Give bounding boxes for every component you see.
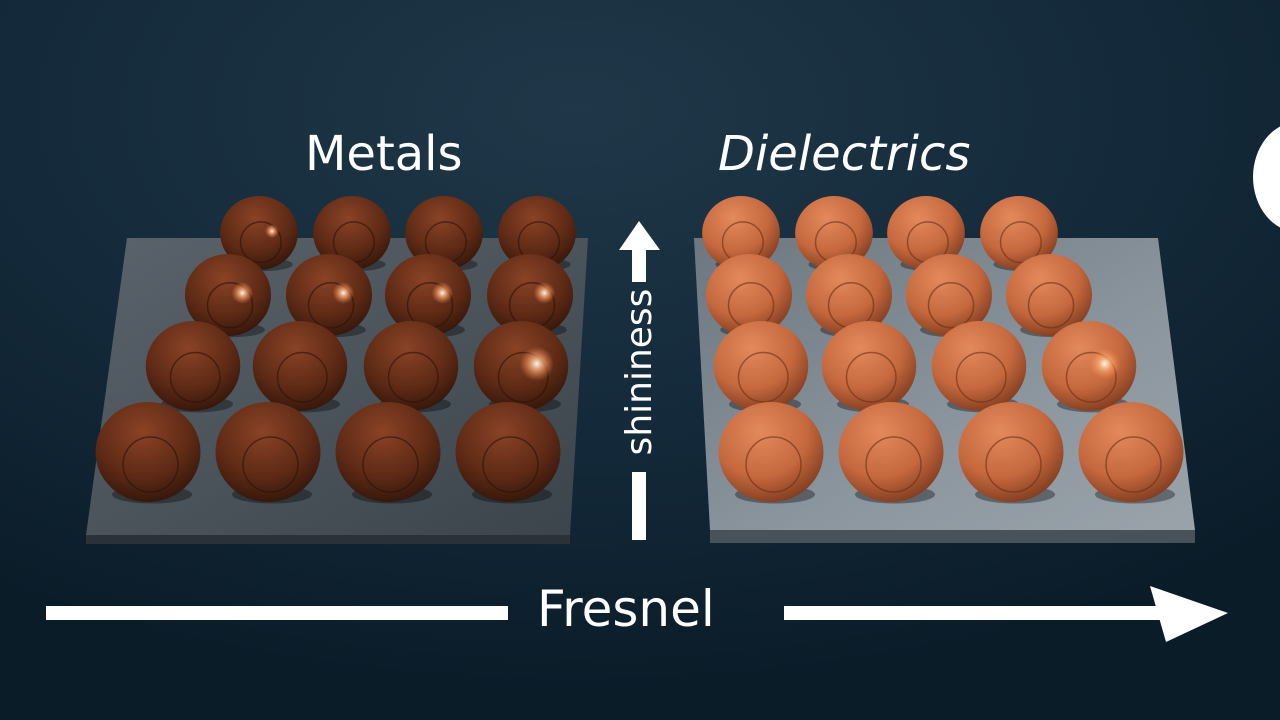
arrow-up-icon (619, 221, 660, 540)
sphere (95, 402, 201, 504)
dielectrics-title: Dielectrics (718, 126, 971, 182)
sphere (285, 254, 373, 338)
sphere (958, 402, 1064, 504)
sphere (718, 402, 824, 504)
sphere (335, 402, 441, 504)
sphere (145, 321, 241, 413)
sphere (1078, 402, 1184, 504)
sphere (455, 402, 561, 504)
fresnel-axis-label: Fresnel (537, 580, 715, 638)
metals-sphere-grid (95, 196, 576, 504)
dielectrics-sphere-grid (702, 196, 1184, 504)
sphere (838, 402, 944, 504)
sphere (215, 402, 321, 504)
sphere (363, 321, 459, 413)
sphere (473, 321, 569, 413)
metals-title: Metals (305, 126, 463, 182)
shininess-axis-label: shininess (619, 288, 660, 456)
arrow-right-icon (46, 586, 1228, 642)
